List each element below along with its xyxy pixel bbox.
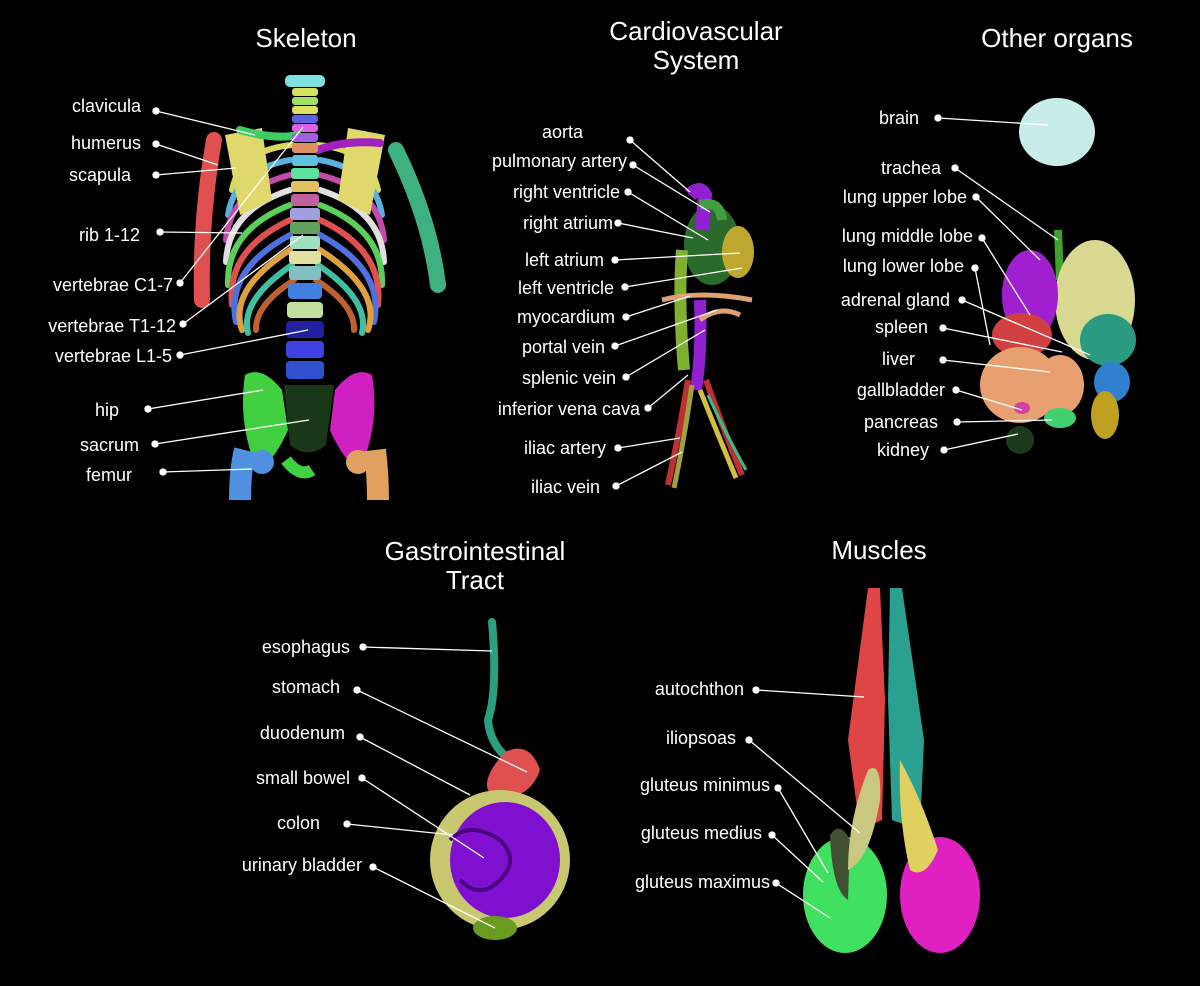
label-lung-upper: lung upper lobe [842, 187, 967, 207]
muscles-title: Muscles [831, 535, 927, 565]
label-colon: colon [276, 813, 320, 833]
gi-title: Gastrointestinal Tract [365, 537, 585, 595]
organs-title: Other organs [981, 23, 1133, 53]
label-iliac-artery: iliac artery [523, 438, 606, 458]
skeleton-title: Skeleton [255, 23, 357, 53]
label-humerus: humerus [70, 133, 141, 153]
label-kidney: kidney [876, 440, 929, 460]
cardiovascular-model [661, 183, 754, 489]
label-vertebrae-t: vertebrae T1-12 [48, 316, 176, 336]
label-right-atrium: right atrium [522, 213, 613, 233]
label-pancreas: pancreas [863, 412, 938, 432]
label-left-atrium: left atrium [524, 250, 604, 270]
label-rib: rib 1-12 [78, 225, 140, 245]
label-right-ventricle: right ventricle [512, 182, 620, 202]
label-lung-lower: lung lower lobe [842, 256, 964, 276]
leader-lines [144, 107, 1091, 929]
label-aorta: aorta [541, 122, 583, 142]
cardio-title-line2: System [652, 45, 740, 75]
label-gallbladder: gallbladder [856, 380, 945, 400]
cardio-title-line1: Cardiovascular [609, 16, 783, 46]
label-splenic-vein: splenic vein [521, 368, 616, 388]
label-femur: femur [85, 465, 132, 485]
label-small-bowel: small bowel [255, 768, 350, 788]
gi-title-line1: Gastrointestinal [384, 536, 566, 566]
label-lung-middle: lung middle lobe [841, 226, 973, 246]
label-portal-vein: portal vein [521, 337, 605, 357]
label-trachea: trachea [880, 158, 941, 178]
label-iliac-vein: iliac vein [530, 477, 600, 497]
label-iliopsoas: iliopsoas [665, 728, 736, 748]
label-myocardium: myocardium [516, 307, 615, 327]
cardio-title: Cardiovascular System [586, 17, 806, 75]
label-stomach: stomach [271, 677, 340, 697]
label-vertebrae-l: vertebrae L1-5 [54, 346, 172, 366]
label-liver: liver [881, 349, 915, 369]
label-spleen: spleen [874, 317, 928, 337]
muscles-model [803, 588, 980, 953]
label-sacrum: sacrum [79, 435, 139, 455]
label-gluteus-medius: gluteus medius [640, 823, 762, 843]
label-duodenum: duodenum [259, 723, 345, 743]
label-vertebrae-c: vertebrae C1-7 [52, 275, 173, 295]
label-esophagus: esophagus [261, 637, 350, 657]
label-scapula: scapula [68, 165, 131, 185]
label-ivc: inferior vena cava [497, 399, 640, 419]
gi-title-line2: Tract [445, 565, 505, 595]
gi-model [430, 618, 570, 940]
label-left-ventricle: left ventricle [517, 278, 614, 298]
organs-model [980, 98, 1136, 454]
label-gluteus-maximus: gluteus maximus [634, 872, 770, 892]
label-brain: brain [878, 108, 919, 128]
skeleton-model [193, 75, 446, 501]
label-adrenal: adrenal gland [840, 290, 950, 310]
label-gluteus-minimus: gluteus minimus [639, 775, 770, 795]
label-hip: hip [94, 400, 119, 420]
label-clavicula: clavicula [71, 96, 141, 116]
label-urinary-bladder: urinary bladder [241, 855, 362, 875]
label-autochthon: autochthon [654, 679, 744, 699]
label-pulmonary-artery: pulmonary artery [491, 151, 627, 171]
